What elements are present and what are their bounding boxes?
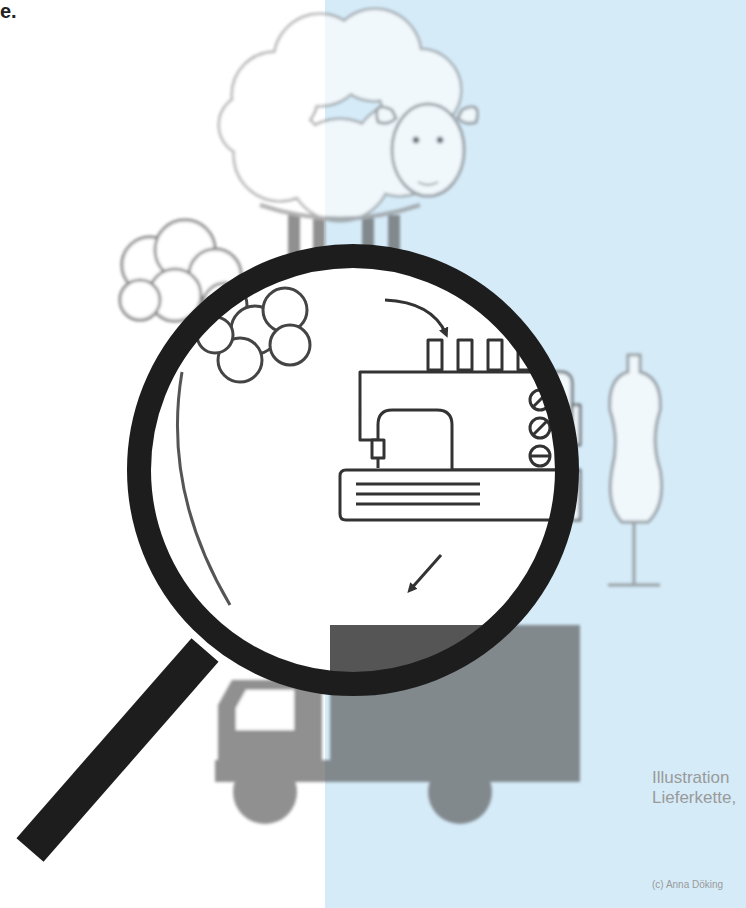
cut-off-text: e. [0,0,40,23]
copyright-note: (c) Anna Döking [652,879,746,891]
caption-note: Illustration Lieferkette, [652,768,742,807]
